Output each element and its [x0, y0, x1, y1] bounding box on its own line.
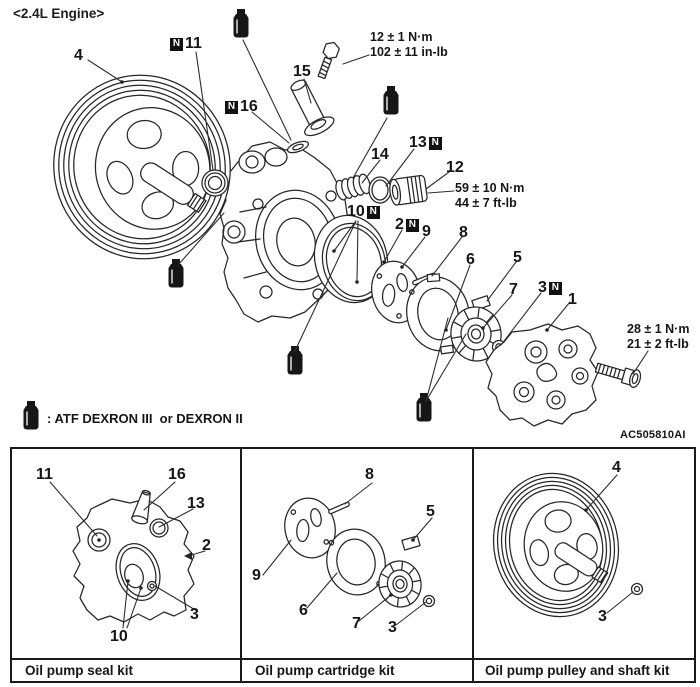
spring-drawing: [335, 173, 371, 201]
n-seal-icon: N: [405, 218, 419, 232]
seal-kit-callout-11: 11: [36, 466, 53, 483]
cartridge-kit-leaders: [262, 482, 433, 626]
callout-14: 14: [371, 146, 389, 163]
kit-caption-separator: [12, 658, 694, 660]
torque-spec-plug: 59 ± 10 N·m 44 ± 7 ft-lb: [455, 181, 525, 210]
n-seal-icon: N: [366, 205, 380, 219]
atf-bottle-icon: [382, 85, 400, 116]
cartridge-kit-callout-8: 8: [365, 466, 374, 483]
cartridge-kit-callout-5: 5: [426, 503, 435, 520]
pulley-kit-leaders: [584, 474, 634, 614]
cartridge-kit-drawing: [284, 497, 436, 608]
callout-1: 1: [568, 291, 577, 308]
seal-kit-leaders: [49, 481, 206, 629]
engine-variant-label: <2.4L Engine>: [13, 6, 105, 21]
atf-bottle-legend-icon: [22, 400, 40, 431]
torque-spec-body-bolt: 28 ± 1 N·m 21 ± 2 ft-lb: [627, 322, 690, 351]
plug-12-drawing: [389, 174, 428, 206]
callout-15: 15: [293, 63, 311, 80]
callout-8: 8: [459, 224, 468, 241]
callout-5: 5: [513, 249, 522, 266]
seal-kit-callout-10: 10: [110, 628, 128, 645]
n-seal-icon: N: [428, 136, 442, 150]
atf-legend-label: : ATF DEXRON III or DEXRON II: [47, 411, 243, 426]
shaft-seal-drawing: [201, 169, 229, 197]
cartridge-kit-callout-6: 6: [299, 602, 308, 619]
top-bolt-drawing: [317, 41, 340, 80]
n-seal-icon: N: [170, 37, 183, 51]
pulley-drawing: [53, 74, 231, 260]
atf-bottle-icon: [415, 392, 433, 423]
kit-table: Oil pump seal kit Oil pump cartridge kit…: [10, 447, 696, 683]
rear-body-drawing: [485, 323, 599, 427]
callout-4: 4: [74, 47, 83, 64]
leader-lines: [87, 39, 649, 402]
rotor-drawing: [450, 306, 502, 362]
callout-9: 9: [422, 223, 431, 240]
n-seal-icon: N: [225, 100, 238, 114]
figure-code: AC505810AI: [620, 429, 686, 441]
seal-kit-callout-2: 2: [202, 537, 211, 554]
pulley-shaft-drawing: [140, 162, 207, 213]
pulley-kit-callout-3: 3: [598, 608, 607, 625]
callout-7: 7: [509, 281, 518, 298]
mount-bolt-drawing: [594, 362, 642, 389]
gasket-oring-drawing: [313, 214, 389, 304]
torque-spec-suction-bolt: 12 ± 1 N·m 102 ± 11 in-lb: [370, 30, 448, 59]
seal-kit-callout-16: 16: [168, 466, 186, 483]
seal-kit-callout-13: 13: [187, 495, 205, 512]
suction-tube-drawing: [286, 79, 335, 154]
pulley-kit-callout-4: 4: [612, 459, 621, 476]
callout-12: 12: [446, 159, 464, 176]
seal-kit-callout-3: 3: [190, 606, 199, 623]
n-seal-icon: N: [548, 281, 562, 295]
kit-caption-pulley: Oil pump pulley and shaft kit: [485, 663, 670, 678]
pulley-kit-drawing: [492, 472, 644, 618]
cartridge-kit-callout-9: 9: [252, 567, 261, 584]
oring-13-drawing: [368, 176, 392, 204]
kit-caption-seal: Oil pump seal kit: [25, 663, 134, 678]
atf-bottle-icon: [232, 8, 250, 39]
atf-bottle-icon: [167, 258, 185, 289]
cartridge-kit-callout-7: 7: [352, 615, 361, 632]
kit-caption-cartridge: Oil pump cartridge kit: [255, 663, 395, 678]
callout-6: 6: [466, 251, 475, 268]
kit-table-divider: [240, 449, 242, 681]
kit-table-divider: [472, 449, 474, 681]
cartridge-kit-callout-3: 3: [388, 619, 397, 636]
